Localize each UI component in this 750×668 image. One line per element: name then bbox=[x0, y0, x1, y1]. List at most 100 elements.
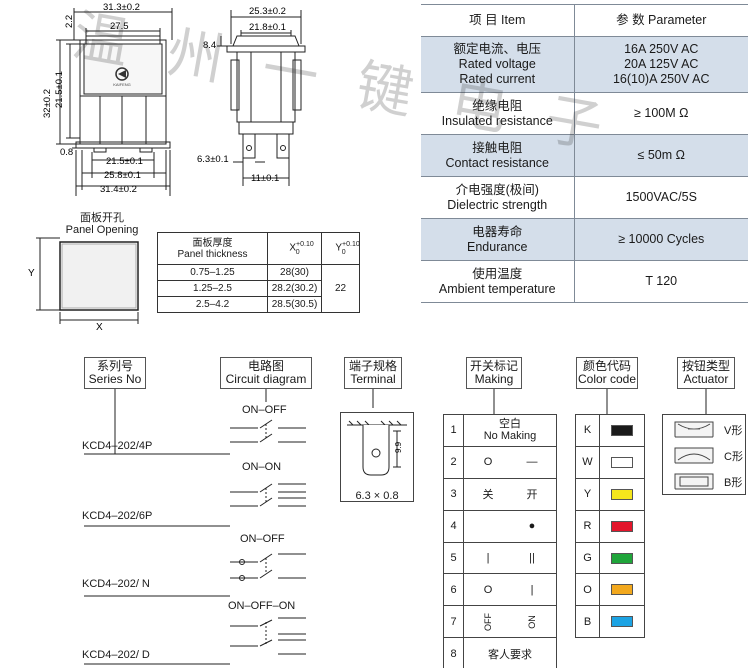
contact-name-en: Contact resistance bbox=[445, 155, 550, 170]
param-name-endurance: 电器寿命 Endurance bbox=[421, 218, 575, 261]
color-row: O bbox=[575, 573, 645, 607]
making-3-left: 关 bbox=[482, 489, 494, 502]
making-num-4: 4 bbox=[443, 509, 464, 543]
series-header-cn: 系列号 bbox=[96, 359, 133, 373]
header-connectors bbox=[114, 389, 707, 418]
insulated-name-cn: 绝缘电阻 bbox=[472, 98, 523, 113]
circuit-label-1: ON–ON bbox=[242, 461, 282, 473]
color-code-6: B bbox=[575, 605, 600, 639]
making-num-8: 8 bbox=[443, 637, 464, 668]
panel-opening-title-en: Panel Opening bbox=[65, 224, 139, 236]
logo-text: KAIFENG bbox=[113, 82, 131, 87]
making-sym-8: 客人要求 bbox=[463, 637, 557, 668]
header-item: 项 目 Item bbox=[421, 4, 575, 37]
insulated-name-en: Insulated resistance bbox=[441, 113, 553, 128]
param-name-rated: 额定电流、电压 Rated voltage Rated current bbox=[421, 36, 575, 93]
series-name-0: KCD4–202/4P bbox=[82, 440, 153, 452]
making-row: 2 O— bbox=[443, 445, 557, 479]
making-row: 3 关开 bbox=[443, 477, 557, 511]
y-value: 22 bbox=[321, 264, 360, 313]
making-2-left: O bbox=[483, 456, 493, 469]
x-row-2: 28.5(30.5) bbox=[267, 296, 322, 313]
making-row: 5 ||| bbox=[443, 541, 557, 575]
color-row: Y bbox=[575, 477, 645, 511]
header-parameter: 参 数 Parameter bbox=[574, 4, 748, 37]
color-code-5: O bbox=[575, 573, 600, 607]
color-row: K bbox=[575, 414, 645, 447]
terminal-header-cn: 端子规格 bbox=[348, 359, 397, 373]
dim-6-3: 6.3±0.1 bbox=[197, 154, 229, 165]
panel-opening-title-cn: 面板开孔 bbox=[80, 212, 124, 224]
temperature-name-en: Ambient temperature bbox=[438, 281, 556, 296]
b-shape-icon bbox=[674, 473, 714, 490]
terminal-header: 端子规格 Terminal bbox=[344, 357, 402, 389]
rated-value-2: 16(10)A 250V AC bbox=[612, 72, 710, 86]
making-header: 开关标记 Making bbox=[466, 357, 522, 389]
circuit-header-en: Circuit diagram bbox=[225, 372, 307, 386]
rated-current-name: Rated current bbox=[459, 72, 536, 86]
color-swatch-cell-2 bbox=[599, 477, 645, 511]
x-tolerance-header: X+0.100 bbox=[267, 232, 322, 265]
color-code-0: K bbox=[575, 414, 600, 447]
param-value-insulated: ≥ 100M Ω bbox=[574, 92, 748, 135]
y-tol-zero: 0 bbox=[341, 248, 346, 256]
rated-voltage-name: Rated voltage bbox=[458, 57, 536, 71]
c-shape-icon bbox=[674, 447, 714, 464]
color-code-table: K W Y R G O B bbox=[575, 414, 645, 639]
v-shape-icon bbox=[674, 421, 714, 438]
actuator-label-b: B形 bbox=[724, 477, 743, 489]
color-swatch-cell-4 bbox=[599, 541, 645, 575]
dim-11: 11±0.1 bbox=[251, 173, 279, 184]
param-value-endurance: ≥ 10000 Cycles bbox=[574, 218, 748, 261]
actuator-row-b: B形 bbox=[666, 470, 744, 492]
rated-value-1: 20A 125V AC bbox=[624, 57, 699, 71]
circuit-label-3: ON–OFF–ON bbox=[228, 600, 296, 612]
making-2-right: — bbox=[526, 456, 538, 469]
panel-thickness-table: 面板厚度 Panel thickness X+0.100 Y+0.100 0.7… bbox=[157, 232, 360, 313]
thickness-row-1: 1.25–2.5 bbox=[157, 280, 268, 297]
making-sym-5: ||| bbox=[463, 541, 557, 575]
making-sym-3: 关开 bbox=[463, 477, 557, 511]
making-row: 7 OFF ON bbox=[443, 605, 557, 639]
dim-31-3: 31.3±0.2 bbox=[103, 2, 140, 13]
x-label: X bbox=[96, 322, 103, 332]
making-num-6: 6 bbox=[443, 573, 464, 607]
actuator-header-cn: 按钮类型 bbox=[681, 359, 730, 373]
color-row: B bbox=[575, 605, 645, 639]
terminal-box: 9.9 6.3 × 0.8 bbox=[340, 412, 414, 502]
dim-bot-31-4: 31.4±0.2 bbox=[100, 184, 137, 195]
panel-opening-drawing: Y X bbox=[28, 237, 139, 332]
color-header-cn: 颜色代码 bbox=[582, 359, 631, 373]
param-value-rated: 16A 250V AC 20A 125V AC 16(10)A 250V AC bbox=[574, 36, 748, 93]
dim-32: 32±0.2 bbox=[42, 89, 53, 118]
color-swatch-3 bbox=[611, 520, 633, 532]
circuit-label-0: ON–OFF bbox=[242, 404, 287, 416]
thickness-row-0: 0.75–1.25 bbox=[157, 264, 268, 281]
color-header: 颜色代码 Color code bbox=[576, 357, 638, 389]
thickness-header-cn: 面板厚度 bbox=[192, 237, 233, 249]
color-code-1: W bbox=[575, 445, 600, 479]
color-swatch-cell-0 bbox=[599, 414, 645, 447]
making-num-3: 3 bbox=[443, 477, 464, 511]
dim-27-5: 27.5 bbox=[110, 21, 129, 32]
making-7-right: ON bbox=[527, 615, 537, 629]
dim-bot-21-5: 21.5±0.1 bbox=[106, 156, 143, 167]
actuator-header-en: Actuator bbox=[683, 372, 729, 386]
series-name-3: KCD4–202/ D bbox=[82, 649, 150, 661]
dielectric-name-cn: 介电强度(极间) bbox=[455, 182, 539, 197]
circuit-label-2: ON–OFF bbox=[240, 533, 285, 545]
param-name-temperature: 使用温度 Ambient temperature bbox=[421, 260, 575, 303]
color-swatch-cell-3 bbox=[599, 509, 645, 543]
series-header: 系列号 Series No bbox=[84, 357, 146, 389]
making-6-right: | bbox=[530, 583, 534, 596]
color-swatch-1 bbox=[611, 456, 633, 468]
making-7-left: OFF bbox=[483, 612, 493, 631]
endurance-name-en: Endurance bbox=[467, 239, 528, 254]
parameter-table: 项 目 Item 参 数 Parameter 额定电流、电压 Rated vol… bbox=[421, 4, 748, 303]
color-swatch-cell-6 bbox=[599, 605, 645, 639]
dim-0-8: 0.8 bbox=[60, 147, 73, 158]
series-tree bbox=[84, 416, 230, 665]
color-swatch-2 bbox=[611, 488, 633, 500]
making-num-7: 7 bbox=[443, 605, 464, 639]
